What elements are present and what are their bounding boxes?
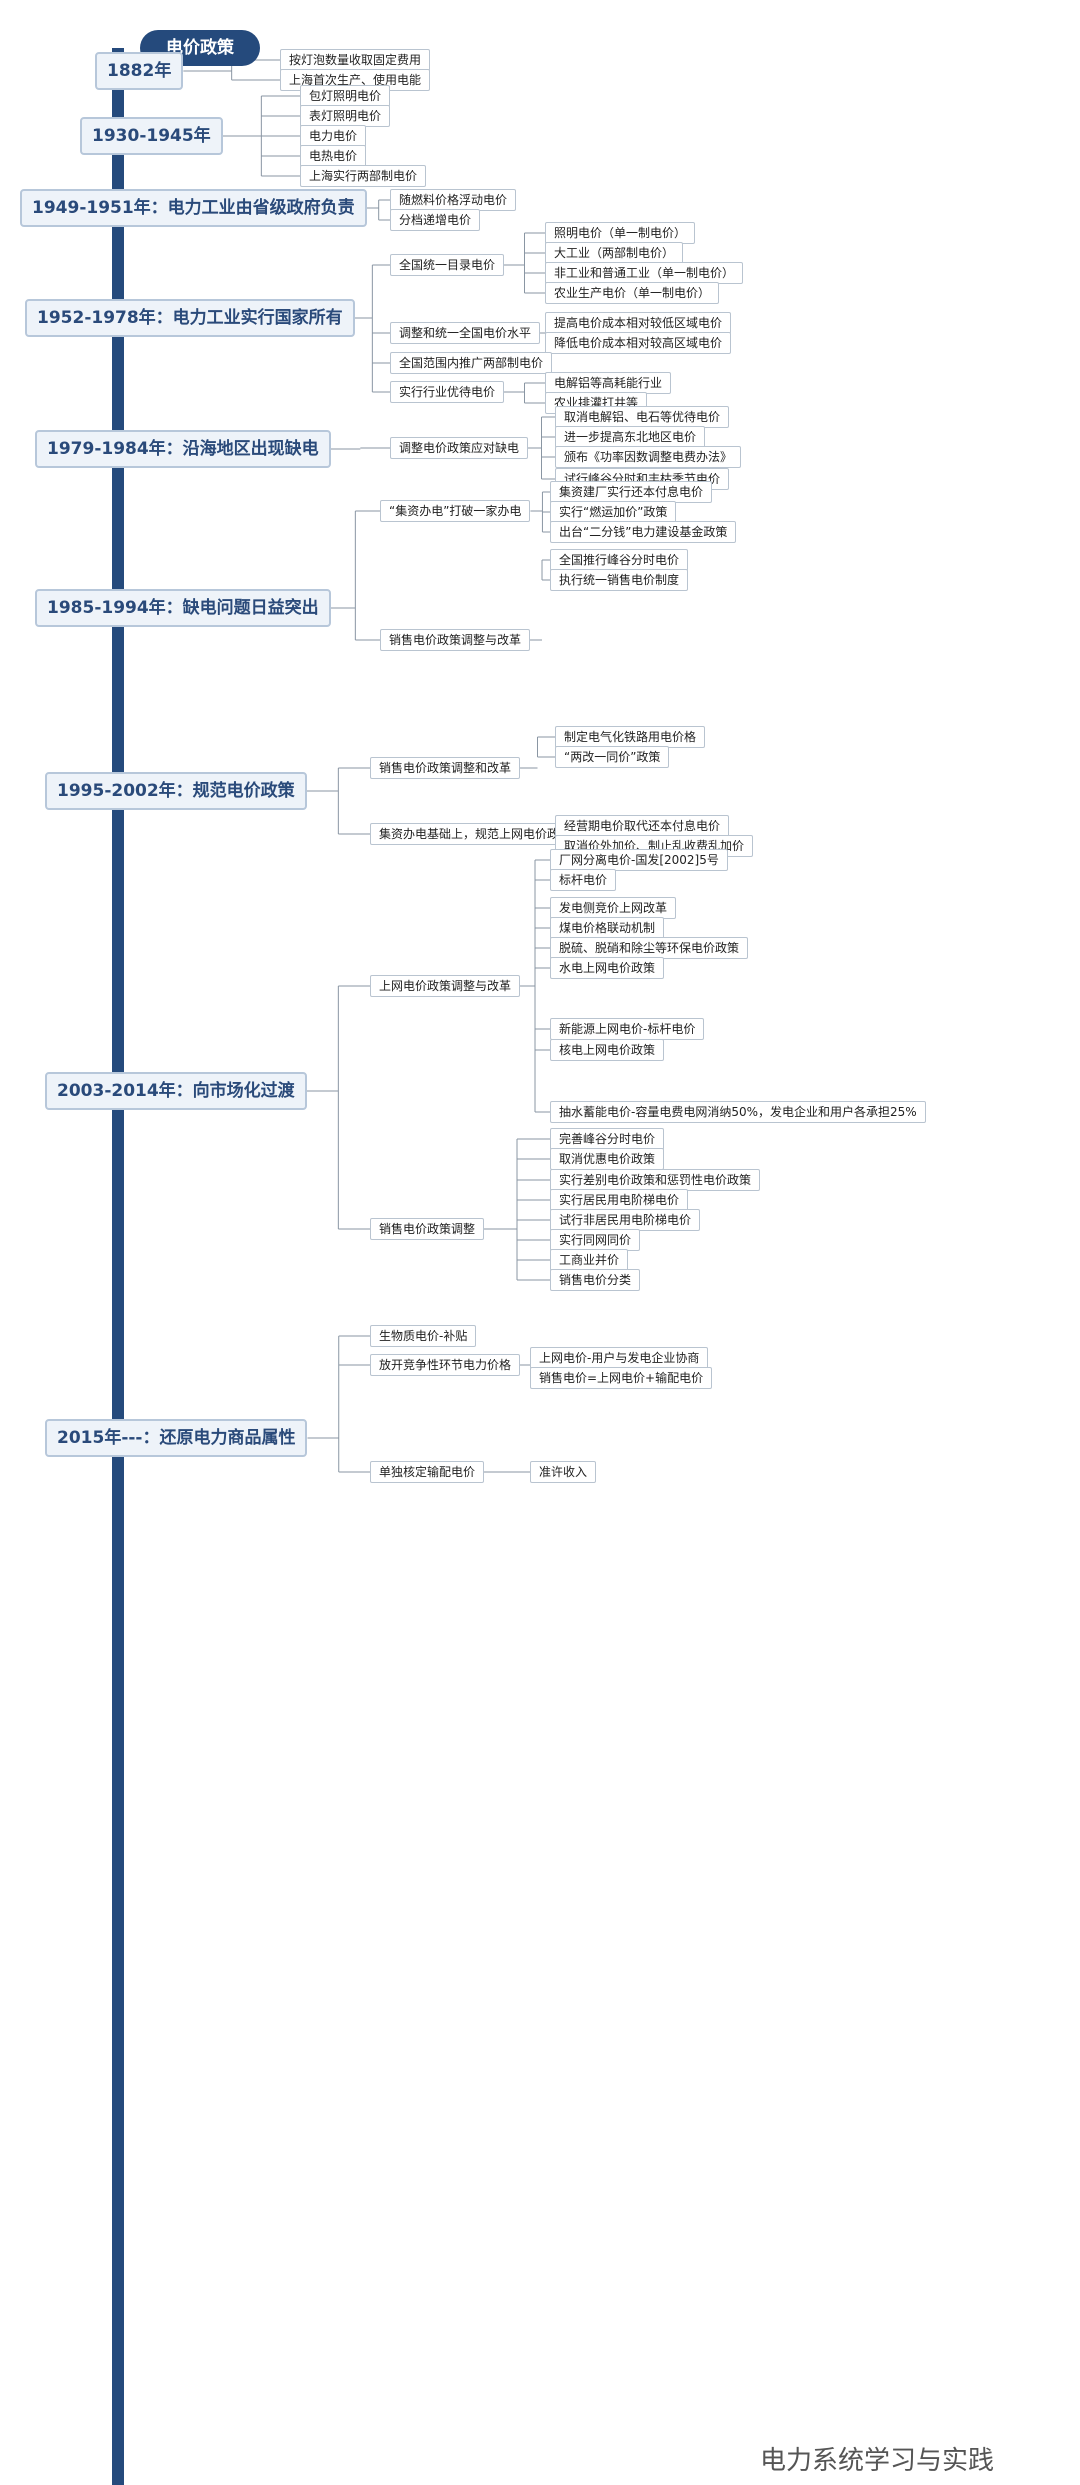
era-node-0[interactable]: 1882年 [95, 52, 184, 90]
era-8-node-2[interactable]: 单独核定输配电价 [370, 1461, 485, 1483]
era-5-1-node-1[interactable]: 执行统一销售电价制度 [550, 569, 689, 591]
era-5-0-node-0[interactable]: 集资建厂实行还本付息电价 [550, 481, 713, 503]
era-7-1-node-6[interactable]: 工商业并价 [550, 1249, 629, 1271]
era-node-1[interactable]: 1930-1945年 [80, 117, 223, 155]
era-3-node-1[interactable]: 调整和统一全国电价水平 [390, 322, 541, 344]
era-5-1-node-0[interactable]: 全国推行峰谷分时电价 [550, 549, 689, 571]
era-4-0-node-1[interactable]: 进一步提高东北地区电价 [555, 426, 706, 448]
era-node-8[interactable]: 2015年---：还原电力商品属性 [45, 1419, 308, 1457]
era-7-0-node-1[interactable]: 标杆电价 [550, 869, 617, 891]
era-7-0-node-0[interactable]: 厂网分离电价-国发[2002]5号 [550, 849, 728, 871]
era-1-node-0[interactable]: 包灯照明电价 [300, 85, 391, 107]
era-3-node-2[interactable]: 全国范围内推广两部制电价 [390, 352, 553, 374]
era-6-0-node-1[interactable]: “两改一同价”政策 [555, 746, 670, 768]
era-7-0-node-2[interactable]: 发电侧竞价上网改革 [550, 897, 677, 919]
era-4-0-node-2[interactable]: 颁布《功率因数调整电费办法》 [555, 446, 742, 468]
era-1-node-3[interactable]: 电热电价 [300, 145, 367, 167]
era-1-node-4[interactable]: 上海实行两部制电价 [300, 165, 427, 187]
era-7-node-1[interactable]: 销售电价政策调整 [370, 1218, 485, 1240]
era-8-node-0[interactable]: 生物质电价-补贴 [370, 1325, 477, 1347]
era-7-1-node-3[interactable]: 实行居民用电阶梯电价 [550, 1189, 689, 1211]
era-7-1-node-0[interactable]: 完善峰谷分时电价 [550, 1128, 665, 1150]
era-node-5[interactable]: 1985-1994年：缺电问题日益突出 [35, 589, 331, 627]
era-3-node-3[interactable]: 实行行业优待电价 [390, 381, 505, 403]
era-7-0-node-3[interactable]: 煤电价格联动机制 [550, 917, 665, 939]
era-7-1-node-7[interactable]: 销售电价分类 [550, 1269, 641, 1291]
era-6-1-node-0[interactable]: 经营期电价取代还本付息电价 [555, 815, 730, 837]
era-5-0-node-2[interactable]: 出台“二分钱”电力建设基金政策 [550, 521, 737, 543]
era-5-node-0[interactable]: “集资办电”打破一家办电 [380, 500, 531, 522]
era-7-0-node-8[interactable]: 抽水蓄能电价-容量电费电网消纳50%，发电企业和用户各承担25% [550, 1101, 926, 1123]
era-7-0-node-7[interactable]: 核电上网电价政策 [550, 1039, 665, 1061]
era-7-0-node-4[interactable]: 脱硫、脱硝和除尘等环保电价政策 [550, 937, 749, 959]
era-3-3-node-0[interactable]: 电解铝等高耗能行业 [545, 372, 672, 394]
era-7-node-0[interactable]: 上网电价政策调整与改革 [370, 975, 521, 997]
era-7-1-node-2[interactable]: 实行差别电价政策和惩罚性电价政策 [550, 1169, 761, 1191]
era-3-0-node-2[interactable]: 非工业和普通工业（单一制电价） [545, 262, 744, 284]
era-3-0-node-0[interactable]: 照明电价（单一制电价） [545, 222, 696, 244]
era-1-node-1[interactable]: 表灯照明电价 [300, 105, 391, 127]
era-0-node-0[interactable]: 按灯泡数量收取固定费用 [280, 49, 431, 71]
era-6-node-0[interactable]: 销售电价政策调整和改革 [370, 757, 521, 779]
era-6-node-1[interactable]: 集资办电基础上，规范上网电价政策 [370, 823, 581, 845]
era-5-0-node-1[interactable]: 实行“燃运加价”政策 [550, 501, 677, 523]
era-2-node-1[interactable]: 分档递增电价 [390, 209, 481, 231]
era-node-7[interactable]: 2003-2014年：向市场化过渡 [45, 1072, 307, 1110]
era-node-3[interactable]: 1952-1978年：电力工业实行国家所有 [25, 299, 355, 337]
era-7-1-node-5[interactable]: 实行同网同价 [550, 1229, 641, 1251]
era-8-1-node-0[interactable]: 上网电价-用户与发电企业协商 [530, 1347, 709, 1369]
era-3-1-node-1[interactable]: 降低电价成本相对较高区域电价 [545, 332, 732, 354]
era-3-0-node-1[interactable]: 大工业（两部制电价） [545, 242, 684, 264]
era-7-0-node-5[interactable]: 水电上网电价政策 [550, 957, 665, 979]
era-3-node-0[interactable]: 全国统一目录电价 [390, 254, 505, 276]
era-3-0-node-3[interactable]: 农业生产电价（单一制电价） [545, 282, 720, 304]
era-8-2-node-0[interactable]: 准许收入 [530, 1461, 597, 1483]
watermark: 电力系统学习与实践 [760, 2446, 995, 2476]
era-node-6[interactable]: 1995-2002年：规范电价政策 [45, 772, 307, 810]
era-3-1-node-0[interactable]: 提高电价成本相对较低区域电价 [545, 312, 732, 334]
era-7-1-node-4[interactable]: 试行非居民用电阶梯电价 [550, 1209, 701, 1231]
era-node-4[interactable]: 1979-1984年：沿海地区出现缺电 [35, 430, 331, 468]
era-1-node-2[interactable]: 电力电价 [300, 125, 367, 147]
era-8-node-1[interactable]: 放开竞争性环节电力价格 [370, 1354, 521, 1376]
era-2-node-0[interactable]: 随燃料价格浮动电价 [390, 189, 517, 211]
era-4-0-node-0[interactable]: 取消电解铝、电石等优待电价 [555, 406, 730, 428]
era-4-node-0[interactable]: 调整电价政策应对缺电 [390, 437, 529, 459]
era-7-1-node-1[interactable]: 取消优惠电价政策 [550, 1148, 665, 1170]
era-7-0-node-6[interactable]: 新能源上网电价-标杆电价 [550, 1018, 705, 1040]
era-5-node-1[interactable]: 销售电价政策调整与改革 [380, 629, 531, 651]
era-node-2[interactable]: 1949-1951年：电力工业由省级政府负责 [20, 189, 367, 227]
era-6-0-node-0[interactable]: 制定电气化铁路用电价格 [555, 726, 706, 748]
era-8-1-node-1[interactable]: 销售电价=上网电价+输配电价 [530, 1367, 713, 1389]
